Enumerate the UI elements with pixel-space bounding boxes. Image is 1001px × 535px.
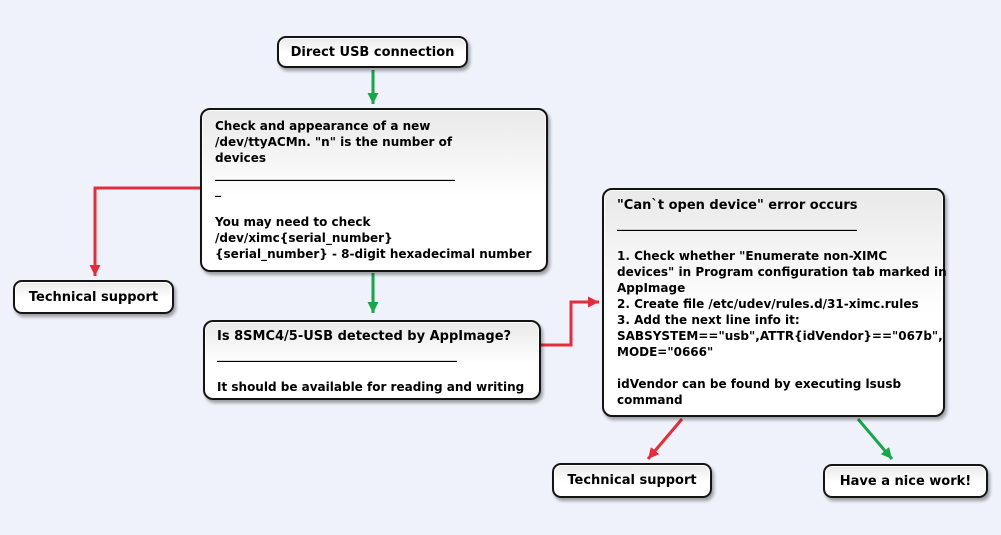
- node-technical-support-left: Technical support: [13, 280, 174, 314]
- text-line: It should be available for reading and w…: [217, 380, 525, 394]
- node-cant-open-device-title: "Can`t open device" error occurs: [617, 198, 858, 213]
- text-line: {serial_number} - 8-digit hexadecimal nu…: [215, 247, 532, 261]
- arrow-error-to-nicework: [856, 418, 894, 460]
- text-line: devices: [215, 151, 267, 165]
- text-line: ________________________________________: [215, 167, 455, 181]
- text-line: MODE="0666": [617, 345, 714, 359]
- node-cant-open-device-text: ________________________________________…: [617, 216, 947, 408]
- node-is-detected-title: Is 8SMC4/5-USB detected by AppImage?: [217, 329, 512, 344]
- text-line: 1. Check whether "Enumerate non-XIMC: [617, 249, 888, 263]
- text-line: _: [215, 183, 221, 197]
- node-cant-open-device: "Can`t open device" error occurs _______…: [602, 188, 947, 417]
- text-line: AppImage: [617, 281, 686, 295]
- arrow-detected-to-error: [541, 296, 599, 347]
- text-line: devices" in Program configuration tab ma…: [617, 265, 947, 279]
- text-line: ________________________________________: [217, 348, 457, 362]
- text-line: 3. Add the next line info it:: [617, 313, 800, 327]
- text-line: [215, 198, 533, 214]
- text-line: SABSYSTEM=="usb",ATTR{idVendor}=="067b",: [617, 329, 943, 343]
- node-is-detected-text: ________________________________________…: [217, 347, 527, 395]
- text-line: [617, 232, 930, 248]
- text-line: [617, 360, 930, 376]
- text-line: Check and appearance of a new: [215, 119, 431, 133]
- node-have-a-nice-work: Have a nice work!: [823, 464, 988, 498]
- arrow-check-to-support: [89, 186, 200, 276]
- node-check-ttyacm-text: Check and appearance of a new/dev/ttyACM…: [215, 118, 533, 262]
- text-line: You may need to check: [215, 215, 371, 229]
- text-line: 2. Create file /etc/udev/rules.d/31-ximc…: [617, 297, 919, 311]
- node-is-detected: Is 8SMC4/5-USB detected by AppImage? ___…: [203, 320, 541, 400]
- text-line: ________________________________________: [617, 217, 857, 231]
- node-technical-support-bottom: Technical support: [552, 463, 712, 498]
- text-line: idVendor can be found by executing lsusb: [617, 377, 902, 391]
- text-line: [217, 363, 527, 379]
- text-line: command: [617, 393, 683, 407]
- arrow-error-to-support: [646, 418, 684, 460]
- text-line: /dev/ttyACMn. "n" is the number of: [215, 135, 453, 149]
- node-check-ttyacm: Check and appearance of a new/dev/ttyACM…: [200, 108, 548, 272]
- node-direct-usb-connection: Direct USB connection: [277, 36, 468, 68]
- text-line: /dev/ximc{serial_number}: [215, 231, 393, 245]
